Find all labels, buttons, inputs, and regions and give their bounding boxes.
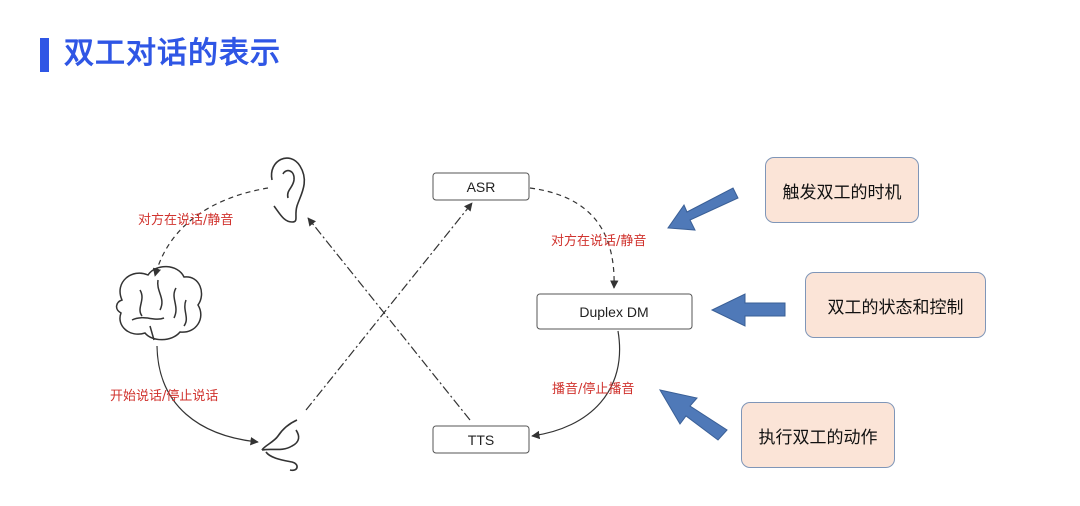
title-accent-bar: [40, 38, 49, 72]
duplex-dm-label: Duplex DM: [579, 304, 648, 320]
arrow-tts-to-ear: [307, 217, 471, 421]
tts-node: TTS: [432, 425, 530, 454]
label-asr-to-dm: 对方在说话/静音: [551, 233, 646, 249]
ear-icon: [270, 157, 306, 223]
label-dm-to-tts: 播音/停止播音: [552, 381, 634, 397]
note-state: 双工的状态和控制: [805, 272, 986, 338]
asr-node: ASR: [432, 172, 530, 201]
note-action: 执行双工的动作: [741, 402, 895, 468]
page-title: 双工对话的表示: [64, 36, 281, 71]
note-trigger: 触发双工的时机: [765, 157, 919, 223]
blue-arrow-trigger-icon: [667, 187, 739, 231]
label-speak: 开始说话/停止说话: [110, 388, 218, 404]
mouth-icon: [261, 419, 300, 472]
arrow-brain-to-mouth: [156, 345, 259, 446]
duplex-dm-node: Duplex DM: [536, 293, 693, 330]
arrow-dm-to-tts: [531, 330, 621, 440]
asr-label: ASR: [467, 179, 496, 195]
arrow-asr-to-dm: [529, 187, 619, 289]
blue-arrow-action-icon: [658, 389, 728, 441]
arrow-ear-to-brain: [152, 187, 269, 277]
blue-arrow-state-icon: [710, 293, 786, 327]
tts-label: TTS: [468, 432, 494, 448]
label-listen: 对方在说话/静音: [138, 212, 233, 228]
brain-icon: [115, 265, 203, 341]
arrow-mouth-to-asr: [305, 202, 473, 411]
